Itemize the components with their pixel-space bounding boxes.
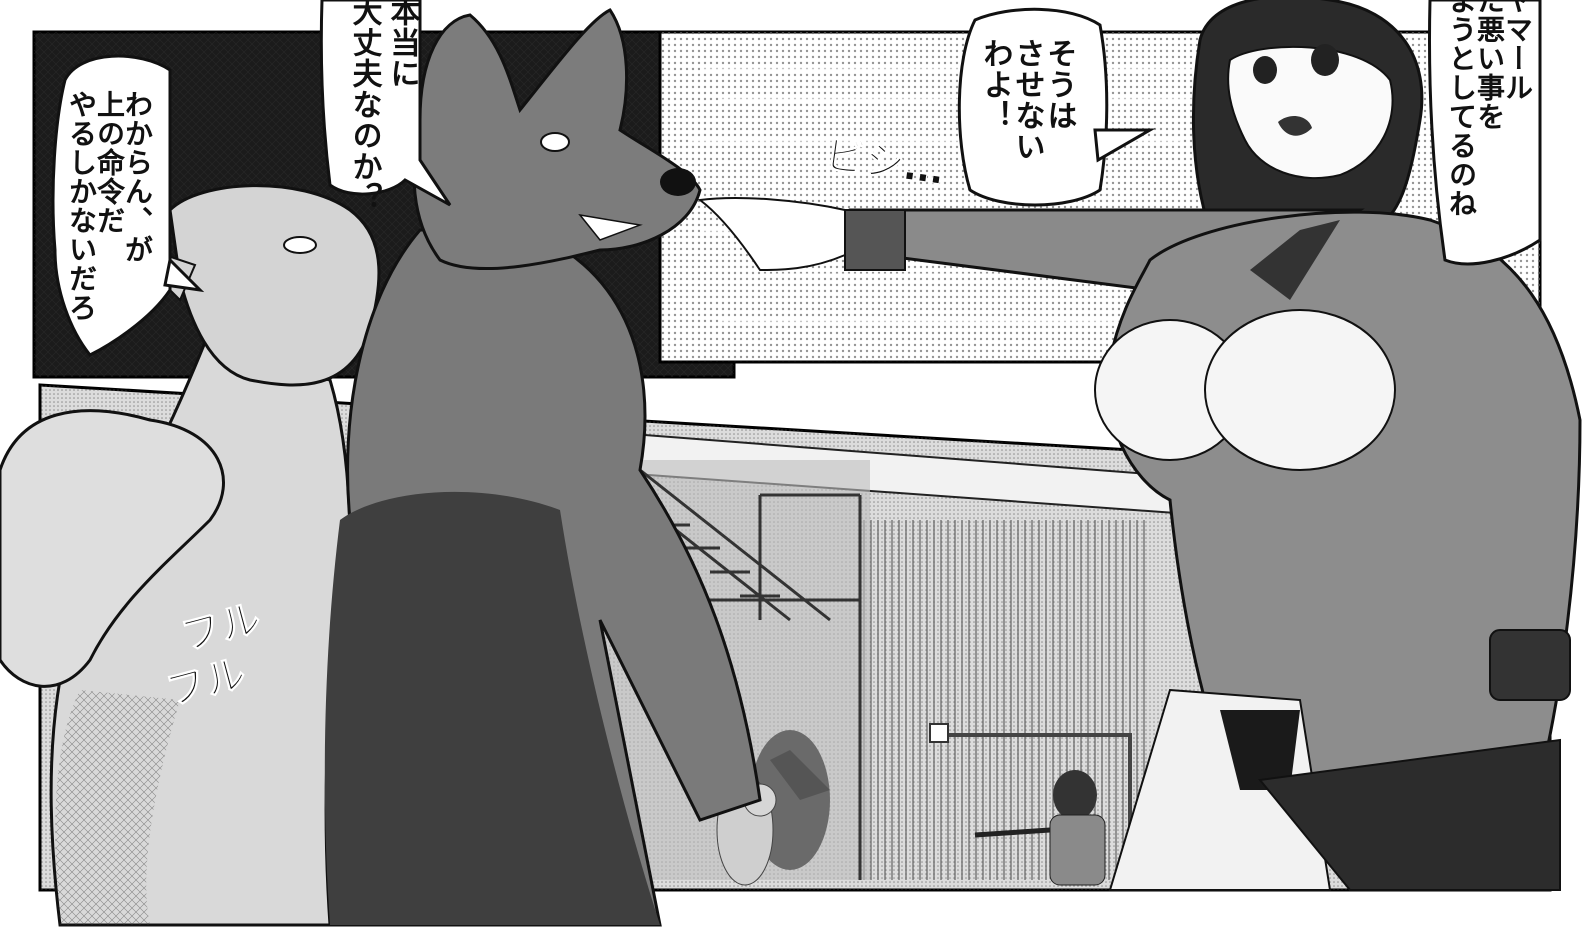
goblin-figure: [0, 184, 381, 927]
heroine-figure: [697, 0, 1582, 891]
goblin-reply-line-3: やるしかないだろ: [65, 90, 98, 322]
bubble-girl-right: [1428, 0, 1542, 266]
bubble-girl-center: [957, 7, 1156, 207]
small-girl: [974, 770, 1106, 886]
bubble-goblin-reply: [51, 54, 205, 357]
girl-right-line-1: ヤマール: [1501, 0, 1534, 102]
girl-center-line-1: そうは: [1041, 38, 1077, 131]
goblin-reply-line-1: わからん、が: [121, 90, 154, 264]
wolf-question-line-1: 本当に: [384, 0, 420, 89]
goblin-reply-line-2: 上の命令だ: [93, 90, 126, 235]
wolfman-figure: [324, 8, 762, 927]
girl-right-line-2: た悪い事を: [1473, 0, 1506, 131]
wolf-question-line-2: 大丈夫なのか？: [346, 0, 382, 213]
girl-center-line-2: させない: [1009, 38, 1045, 162]
girl-right-line-3: ようとしてるのね: [1445, 0, 1478, 218]
girl-center-line-3: わよ！: [977, 38, 1013, 131]
bubble-wolf-question: [319, 0, 452, 207]
